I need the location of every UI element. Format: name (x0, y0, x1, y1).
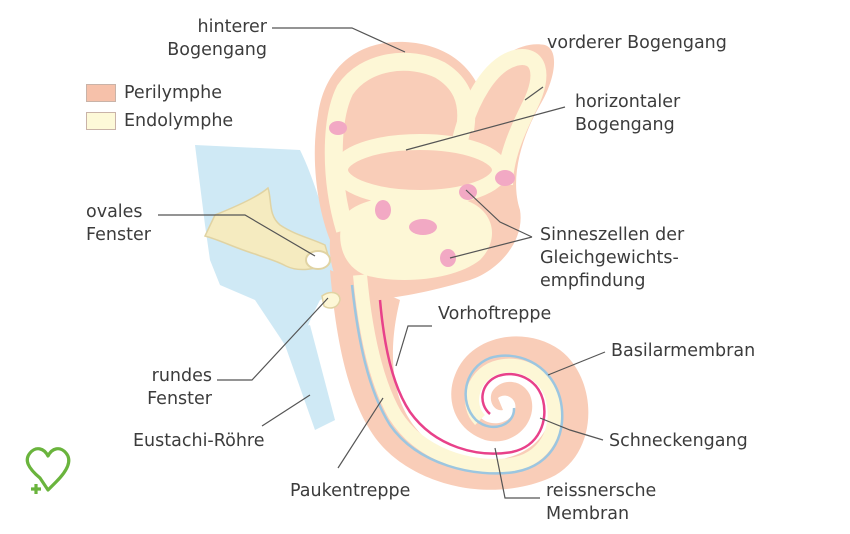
basilar-membrane-line (350, 284, 564, 475)
label-paukentreppe: Paukentreppe (290, 481, 411, 501)
legend-swatch-perilymphe (86, 84, 116, 102)
reissner-membrane-line (378, 299, 546, 455)
leader-lines (158, 27, 606, 499)
heart-cross-logo (25, 447, 71, 494)
oval-window (305, 250, 331, 270)
cochlea-endolymph (353, 274, 562, 473)
label-schneckengang: Schneckengang (609, 431, 748, 451)
round-window (321, 291, 341, 309)
legend-label-perilymphe: Perilymphe (124, 83, 222, 103)
anterior-canal (452, 49, 547, 186)
label-basilarmembran: Basilarmembran (611, 341, 756, 361)
label-vorhoftreppe: Vorhoftreppe (438, 304, 552, 324)
label-eustachi-roehre: Eustachi-Röhre (133, 431, 265, 451)
cochlea-perilymph (330, 270, 589, 490)
legend-label-endolymphe: Endolymphe (124, 111, 234, 131)
legend-swatch-endolymphe (86, 112, 116, 130)
label-vorderer-bogengang: vorderer Bogengang (547, 33, 727, 53)
eustachian-tube (290, 325, 335, 428)
